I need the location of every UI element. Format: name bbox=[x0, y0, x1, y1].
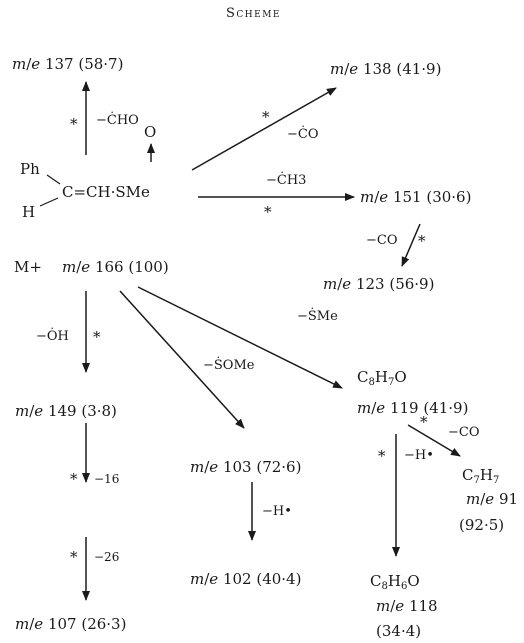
node-m138: m/e 138 (41·9) bbox=[330, 60, 442, 78]
formula-c8h6o: C8H6O bbox=[370, 572, 420, 592]
node-m102: m/e 102 (40·4) bbox=[190, 570, 302, 588]
node-m118-intensity: (34·4) bbox=[376, 622, 422, 640]
edge-label-cho: −ĊHO bbox=[96, 113, 139, 128]
metastable-star-149: * bbox=[93, 328, 101, 346]
phenyl-label: Ph bbox=[20, 160, 40, 178]
oxygen-label: O bbox=[144, 123, 157, 141]
metastable-star-91: * bbox=[420, 413, 428, 431]
edge-label-26: −26 bbox=[94, 550, 120, 564]
metastable-star-137: * bbox=[70, 115, 78, 133]
edge-label-co-91: −CO bbox=[448, 425, 480, 440]
edge-label-h-118: −H• bbox=[404, 448, 434, 463]
node-m166: m/e 166 (100) bbox=[62, 258, 169, 276]
arrow-119-to-91 bbox=[407, 424, 461, 457]
structure-core: C=CH·SMe bbox=[62, 183, 150, 201]
hydrogen-label: H bbox=[22, 203, 36, 221]
edge-label-co-138: −ĊO bbox=[287, 127, 319, 142]
node-m118: m/e 118 bbox=[376, 597, 438, 615]
edge-label-16: −16 bbox=[94, 472, 120, 486]
node-m151: m/e 151 (30·6) bbox=[360, 188, 472, 206]
node-m119: m/e 119 (41·9) bbox=[357, 399, 469, 417]
edge-label-sme: −ṠMe bbox=[297, 309, 338, 324]
metastable-star-138: * bbox=[262, 108, 270, 126]
node-m91: m/e 91 bbox=[466, 490, 519, 508]
formula-c8h7o: C8H7O bbox=[357, 368, 407, 388]
metastable-star-118: * bbox=[378, 447, 386, 465]
metastable-star-123: * bbox=[418, 232, 426, 250]
node-m149: m/e 149 (3·8) bbox=[15, 402, 117, 420]
node-m103: m/e 103 (72·6) bbox=[190, 458, 302, 476]
edge-label-ch3: −ĊH3 bbox=[266, 173, 307, 188]
node-m91-intensity: (92·5) bbox=[459, 516, 505, 534]
edge-label-some: −ṠOMe bbox=[203, 358, 255, 373]
molecular-ion-symbol: M+ bbox=[14, 258, 42, 276]
edge-label-oh: −ȮH bbox=[36, 329, 69, 344]
node-m107: m/e 107 (26·3) bbox=[15, 615, 127, 633]
node-m123: m/e 123 (56·9) bbox=[323, 275, 435, 293]
arrow-166-to-138 bbox=[191, 87, 337, 171]
metastable-star-107a: * bbox=[70, 470, 78, 488]
arrow-166-to-103 bbox=[119, 290, 245, 429]
scheme-title: Scheme bbox=[226, 6, 281, 21]
metastable-star-151: * bbox=[264, 203, 272, 221]
arrow-166-to-119 bbox=[137, 286, 343, 389]
arrow-151-to-123 bbox=[401, 223, 421, 267]
metastable-star-107b: * bbox=[70, 548, 78, 566]
formula-c7h7: C7H7 bbox=[462, 466, 500, 486]
edge-label-h-102: −H• bbox=[262, 504, 292, 519]
node-m137: m/e 137 (58·7) bbox=[12, 55, 124, 73]
edge-label-co-123: −CO bbox=[366, 233, 398, 248]
